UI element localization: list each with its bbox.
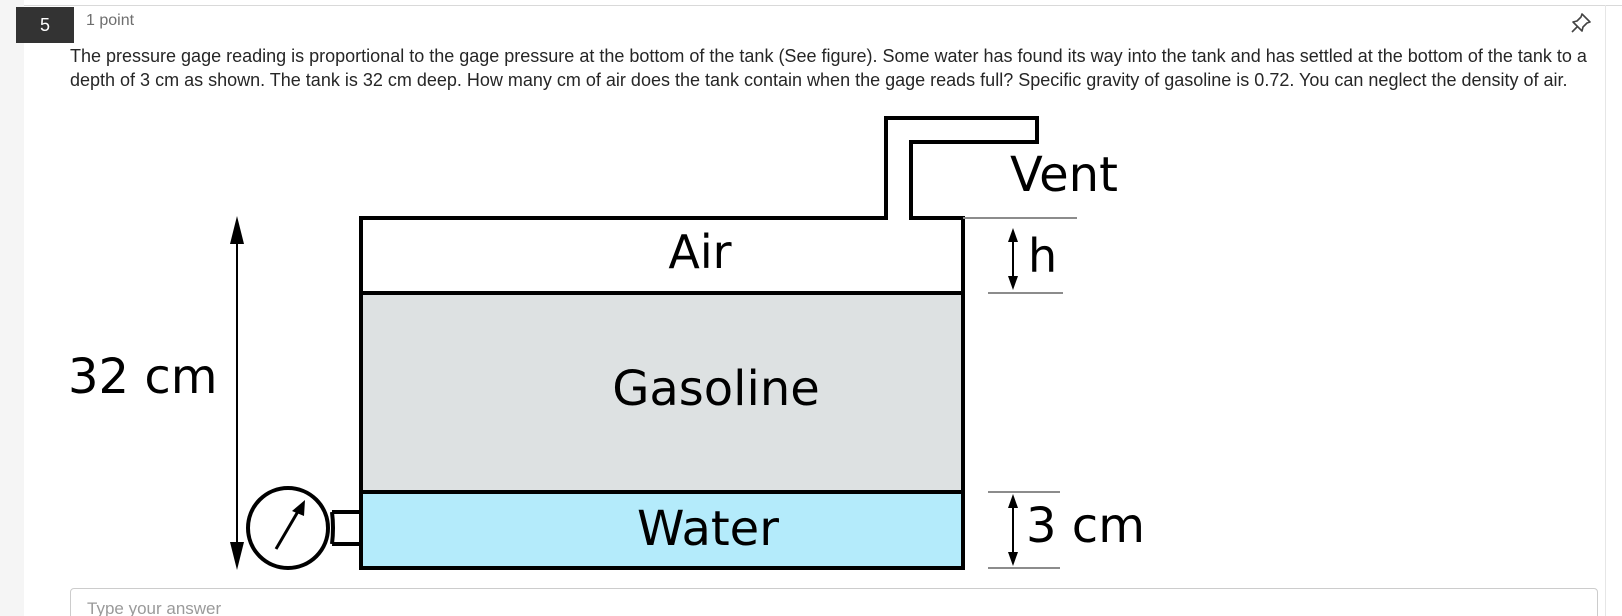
question-text: The pressure gage reading is proportiona…: [70, 46, 1587, 90]
depth-arrow-down: [230, 542, 244, 570]
water-label: Water: [637, 501, 779, 557]
question-right-divider: [1605, 5, 1606, 616]
question-top-divider: [24, 5, 1622, 6]
question-points: 1 point: [86, 12, 135, 29]
air-label: Air: [668, 225, 731, 279]
h-label: h: [1028, 229, 1057, 283]
gage-needle: [274, 507, 302, 550]
h-arrow-up: [1008, 228, 1018, 242]
pin-icon[interactable]: [1568, 10, 1594, 36]
depth-arrow-up: [230, 216, 244, 244]
left-margin: [0, 0, 24, 616]
water-arrow-down: [1008, 552, 1018, 566]
depth-label: 32 cm: [68, 349, 217, 405]
gasoline-label: Gasoline: [612, 361, 820, 417]
air-region: [361, 218, 963, 293]
gage-needle-tip: [292, 500, 305, 516]
tank-figure: Air Gasoline Water Vent h 3 cm 32 cm: [68, 116, 1145, 570]
water-arrow-up: [1008, 494, 1018, 508]
answer-input[interactable]: [87, 599, 1581, 616]
gasoline-region: [361, 293, 963, 492]
question-number: 5: [16, 7, 74, 43]
gage-connector: [330, 510, 361, 546]
water-depth-label: 3 cm: [1026, 498, 1145, 554]
water-region: [361, 492, 963, 568]
tank-outline: [359, 116, 1039, 570]
h-arrow-down: [1008, 276, 1018, 290]
answer-box[interactable]: [70, 588, 1598, 616]
vent-label: Vent: [1010, 147, 1118, 203]
